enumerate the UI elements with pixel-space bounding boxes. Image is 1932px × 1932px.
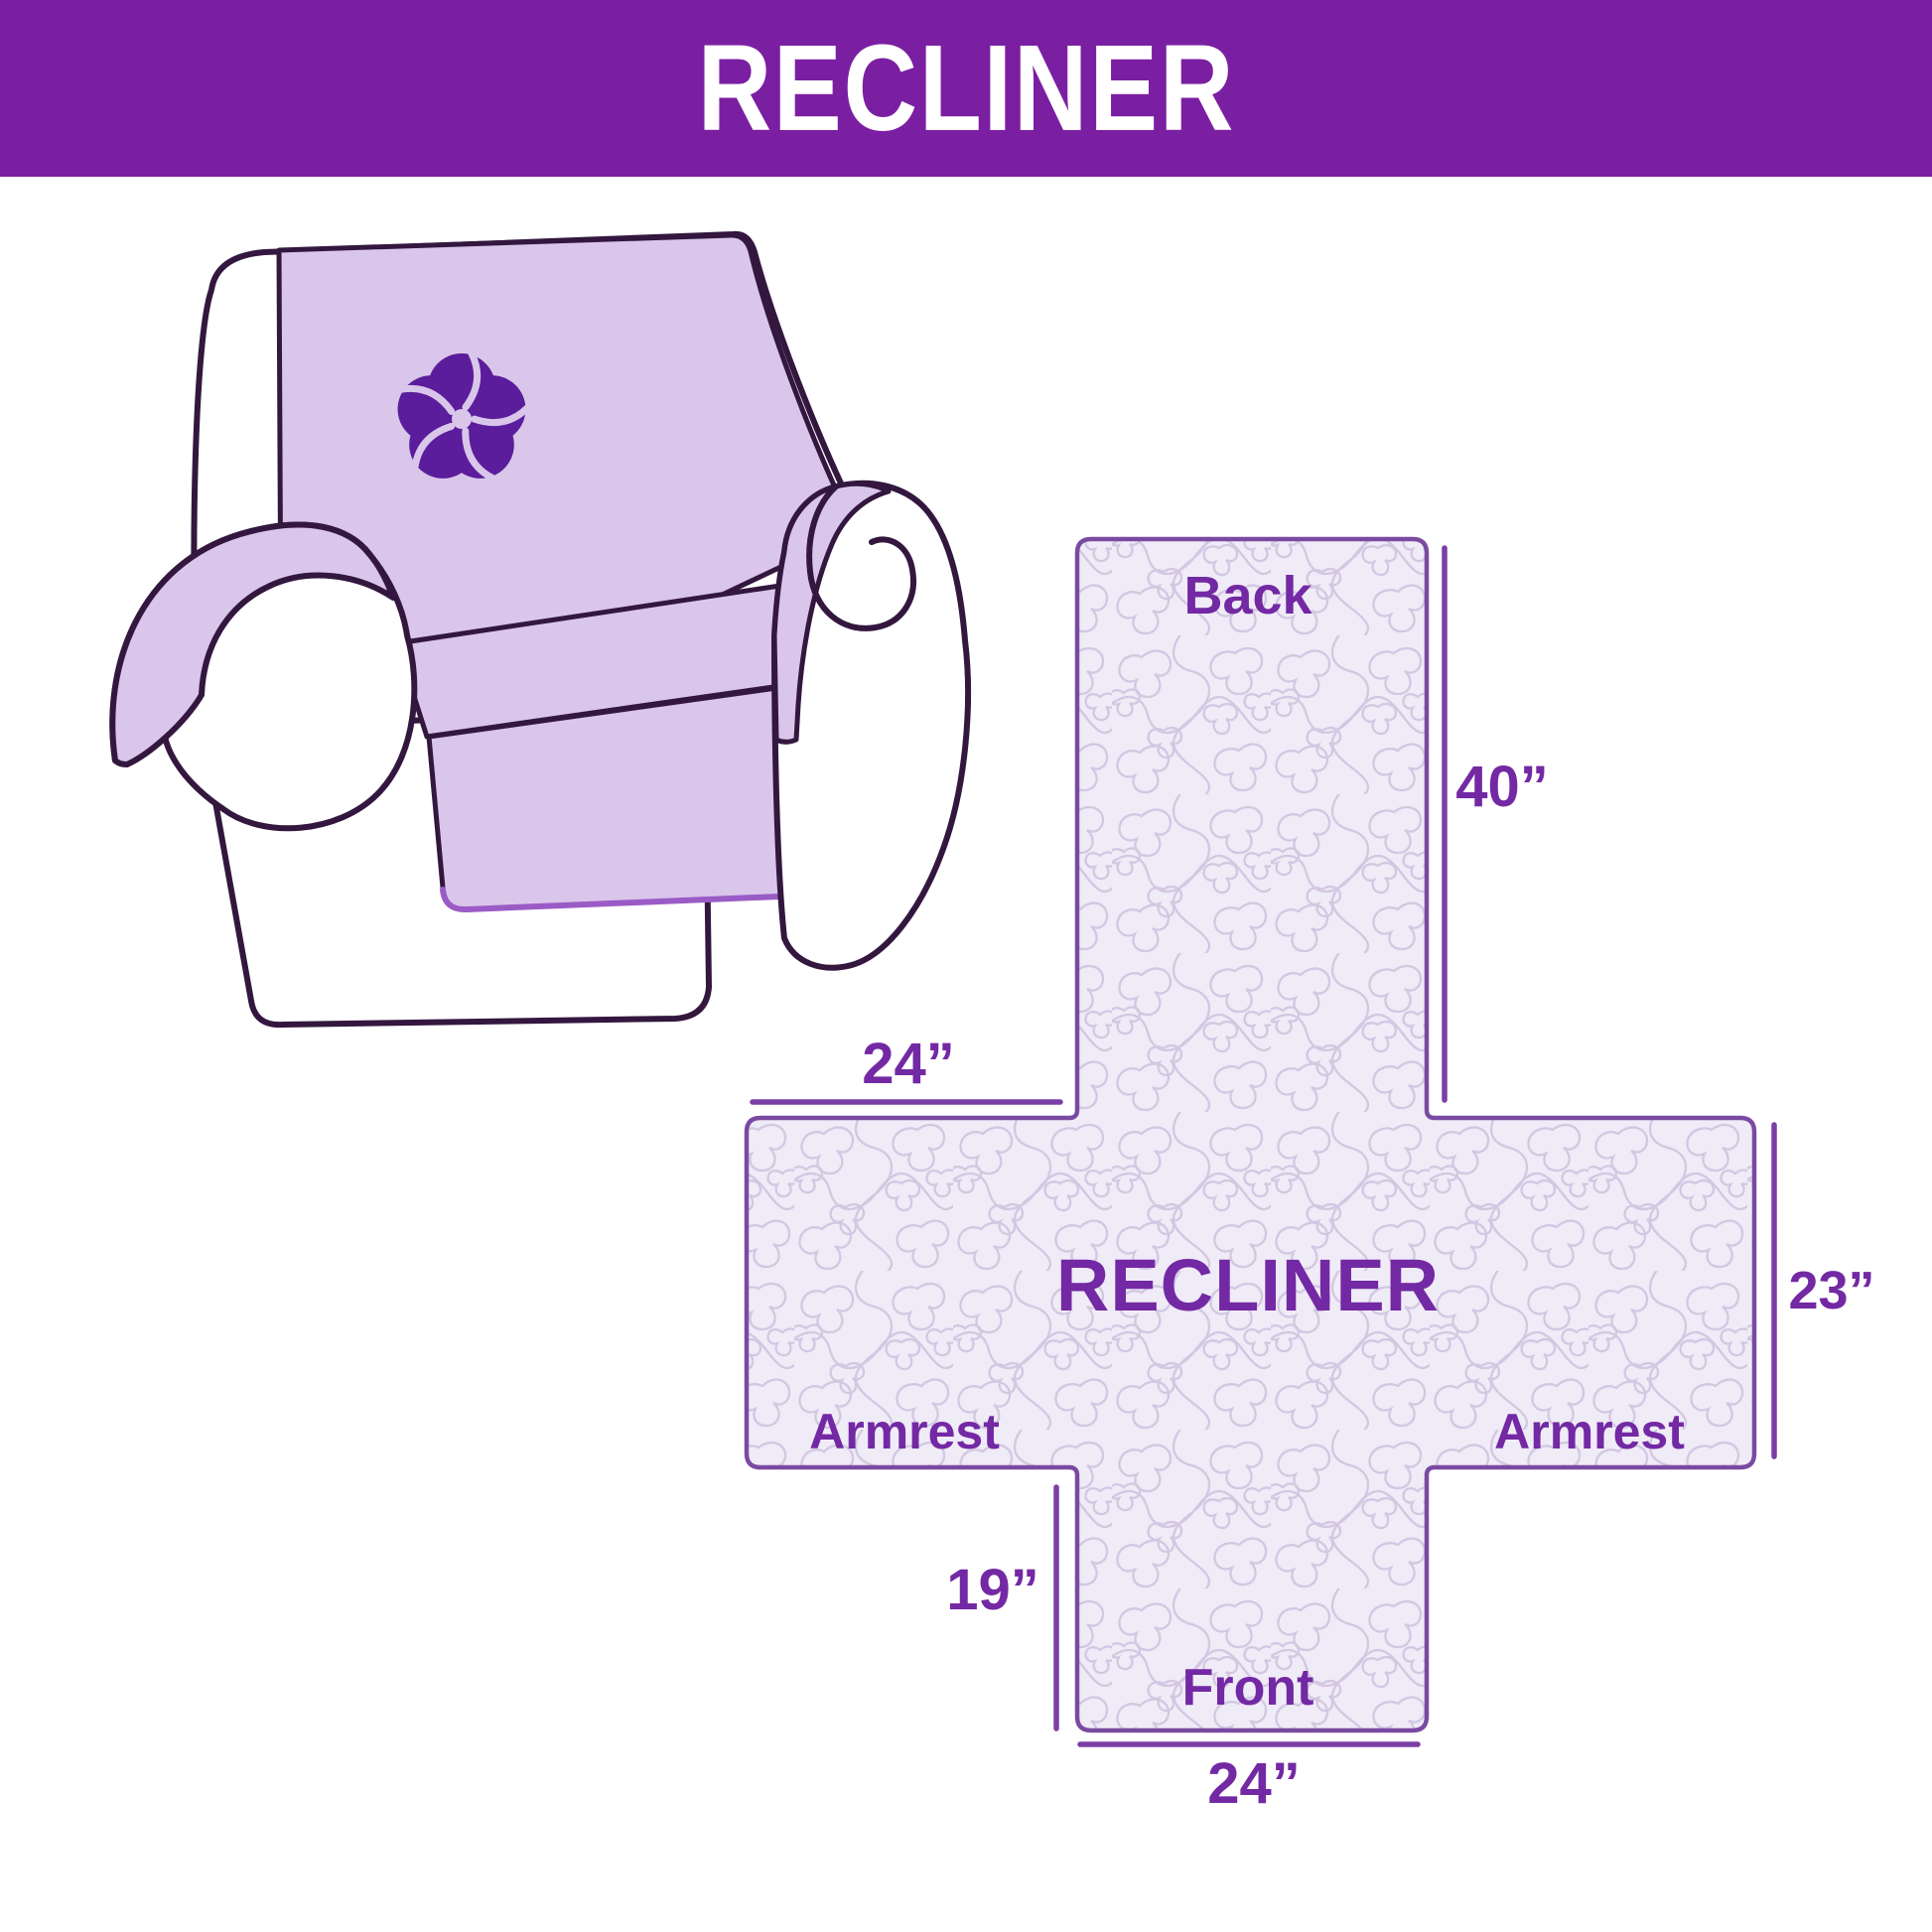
label-recliner-center: RECLINER (1055, 1244, 1441, 1326)
dimension-lines (750, 545, 1777, 1747)
dim-top-width: 24” (862, 1032, 955, 1096)
label-back: Back (1183, 566, 1312, 625)
label-armrest-left: Armrest (809, 1404, 1000, 1459)
dim-side-height: 23” (1788, 1261, 1875, 1320)
dim-front-drop: 19” (946, 1558, 1039, 1622)
dim-front-width: 24” (1207, 1751, 1301, 1816)
label-front: Front (1181, 1659, 1314, 1717)
label-armrest-right: Armrest (1494, 1404, 1685, 1459)
dim-back-height: 40” (1455, 755, 1549, 819)
header-title: RECLINER (697, 20, 1235, 157)
header-banner: RECLINER (0, 0, 1932, 177)
armchair-illustration (109, 230, 972, 1029)
cover-cross-shape (744, 536, 1757, 1733)
pinwheel-logo-icon (397, 349, 531, 482)
